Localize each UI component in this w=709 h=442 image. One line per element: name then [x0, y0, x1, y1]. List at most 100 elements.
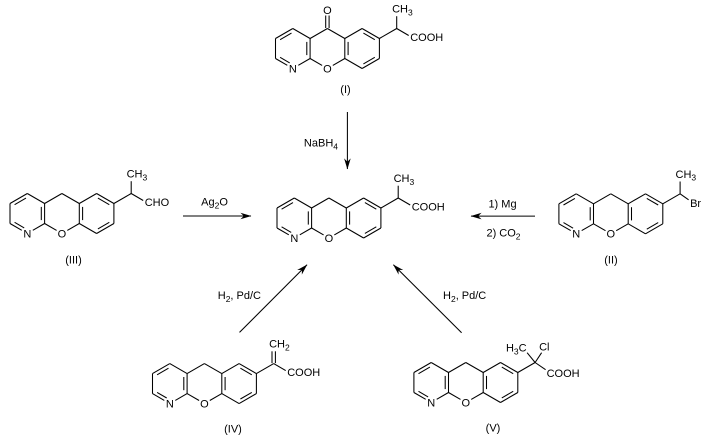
- bond: [363, 56, 376, 65]
- bond: [311, 197, 330, 209]
- bond: [186, 393, 200, 401]
- bond: [500, 392, 519, 403]
- bond: [364, 202, 377, 210]
- bond: [448, 392, 461, 400]
- bond: [645, 223, 664, 235]
- atom-label: CH3: [676, 169, 697, 183]
- bond: [152, 393, 165, 401]
- bond: [332, 58, 346, 66]
- bond: [32, 223, 45, 231]
- bond: [501, 390, 514, 399]
- bond: [79, 193, 97, 204]
- bond: [96, 223, 115, 234]
- bond: [534, 352, 543, 363]
- bond: [292, 28, 311, 39]
- bond: [186, 363, 205, 375]
- reaction-arrow-V-to-product: H2, Pd/C: [393, 264, 486, 334]
- bond: [240, 367, 253, 376]
- bond: [294, 197, 312, 209]
- bond: [610, 193, 629, 205]
- bond: [275, 58, 288, 66]
- bond: [152, 363, 171, 375]
- reaction-arrow-I-to-product: NaBH4: [304, 112, 351, 170]
- atom-label: COOH: [547, 368, 580, 380]
- bond: [240, 391, 253, 400]
- bond: [309, 28, 328, 39]
- bond: [276, 197, 295, 209]
- bond: [534, 362, 546, 371]
- bond: [482, 362, 501, 373]
- atom-label: CHO: [145, 197, 170, 209]
- compound-label-I: (I): [340, 84, 350, 96]
- bond: [281, 226, 292, 233]
- bond: [430, 362, 449, 373]
- atom-label: N: [572, 229, 580, 241]
- bond: [14, 197, 27, 206]
- condition-label: H2, Pd/C: [218, 290, 261, 304]
- atom-label: Br: [690, 198, 701, 210]
- bond: [273, 363, 286, 372]
- bond: [328, 197, 347, 209]
- reaction-arrow-II-to-product: 1) Mg 2) CO2: [470, 198, 535, 242]
- bond: [130, 193, 144, 201]
- bond: [581, 223, 594, 232]
- bond: [645, 193, 664, 205]
- condition-label: NaBH4: [304, 138, 338, 152]
- bond: [380, 197, 399, 209]
- bond: [470, 392, 484, 400]
- condition-label: H2, Pd/C: [443, 290, 486, 304]
- atom-label: N: [23, 228, 31, 240]
- bond: [396, 28, 409, 36]
- bond: [482, 392, 501, 403]
- compound-label-IV: (IV): [224, 424, 242, 436]
- atom-label: O: [323, 5, 332, 17]
- atom-label: N: [290, 233, 298, 245]
- bond: [9, 193, 28, 204]
- bond: [363, 227, 382, 239]
- atom-label: O: [607, 229, 616, 241]
- bond: [615, 223, 629, 232]
- reaction-arrow-III-to-product: Ag2O: [183, 197, 252, 220]
- bond: [501, 366, 514, 375]
- bond: [646, 222, 659, 230]
- bond: [298, 58, 311, 66]
- bond: [344, 58, 363, 69]
- bond: [279, 56, 290, 64]
- bond: [44, 223, 57, 231]
- bond: [346, 197, 364, 209]
- bond: [418, 366, 431, 375]
- atom-label: CH2: [269, 339, 290, 353]
- bond: [204, 363, 223, 375]
- bond: [361, 28, 380, 39]
- bond: [279, 32, 292, 41]
- bond: [175, 393, 188, 401]
- bond: [79, 223, 97, 234]
- bond: [413, 392, 426, 400]
- bond: [593, 223, 606, 232]
- bond: [662, 193, 681, 205]
- bond: [275, 28, 294, 39]
- condition-label: 1) Mg: [488, 198, 516, 210]
- atom-label: O: [462, 397, 471, 409]
- bond: [346, 227, 364, 239]
- bond: [169, 363, 188, 375]
- bond: [14, 221, 25, 229]
- atom-label: COOH: [287, 367, 320, 379]
- atom-label: COOH: [412, 202, 445, 214]
- bond: [646, 197, 659, 206]
- compound-label-V: (V): [486, 423, 501, 435]
- bond: [238, 363, 257, 375]
- atom-label: O: [200, 399, 209, 411]
- bond: [575, 193, 594, 205]
- bond: [563, 197, 576, 206]
- atom-label: O: [323, 63, 332, 75]
- condition-label: 2) CO2: [486, 228, 520, 242]
- bond: [627, 193, 646, 205]
- bond: [448, 362, 467, 373]
- bond: [593, 193, 612, 205]
- atom-label: N: [166, 399, 174, 411]
- compound-label-III: (III): [65, 255, 82, 267]
- bond: [436, 392, 449, 400]
